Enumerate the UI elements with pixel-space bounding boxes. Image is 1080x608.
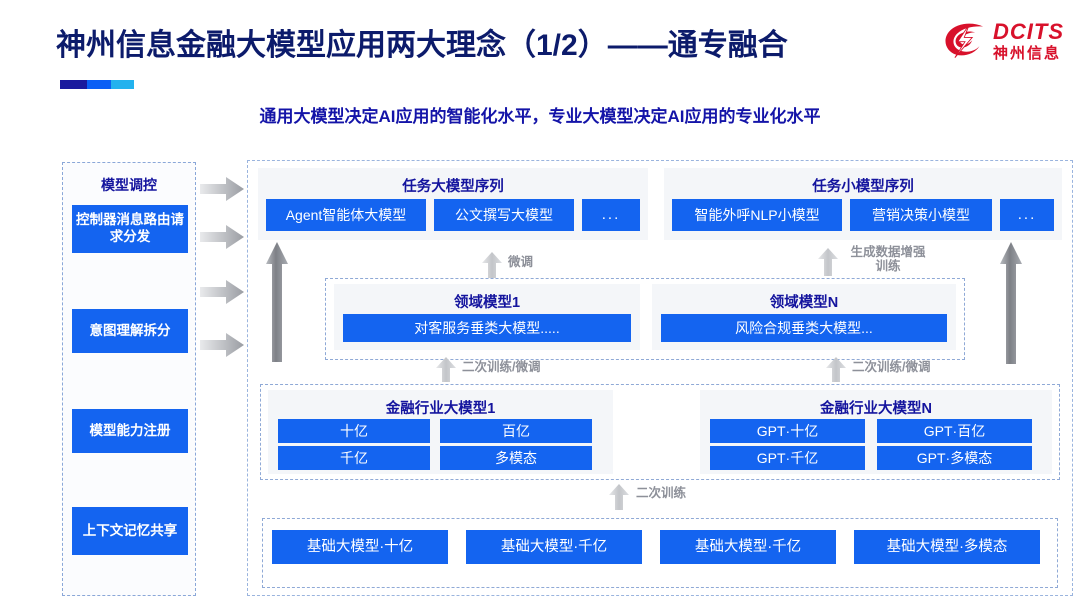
industry-model-n-title: 金融行业大模型N [820, 401, 932, 417]
dcits-logo-mark-icon [945, 23, 984, 58]
industry-n-item-gpt-shiyi[interactable]: GPT·十亿 [710, 419, 865, 443]
industry-model-1-title: 金融行业大模型1 [385, 401, 496, 417]
industry-model-n-panel: 金融行业大模型N GPT·十亿 GPT·百亿 GPT·千亿 GPT·多模态 [700, 390, 1052, 474]
domain-model-1-panel: 领域模型1 对客服务垂类大模型..... [334, 284, 640, 350]
base-model-item-qianyi-1[interactable]: 基础大模型·千亿 [466, 530, 642, 564]
feed-arrow-4-icon [200, 333, 244, 357]
page-title: 神州信息金融大模型应用两大理念（1/2）——通专融合 [56, 29, 788, 62]
model-control-panel: 模型调控 控制器消息路由请求分发 意图理解拆分 模型能力注册 上下文记忆共享 [62, 162, 196, 596]
control-item-context[interactable]: 上下文记忆共享 [72, 507, 188, 555]
task-small-model-title: 任务小模型序列 [812, 179, 914, 195]
domain-model-n-panel: 领域模型N 风险合规垂类大模型... [652, 284, 956, 350]
task-large-item-more[interactable]: ... [582, 199, 640, 231]
flow-arrow-base-to-task-left-icon [266, 242, 288, 362]
feed-arrow-3-icon [200, 280, 244, 304]
industry-model-1-panel: 金融行业大模型1 十亿 百亿 千亿 多模态 [268, 390, 613, 474]
domain-model-frame [325, 278, 965, 360]
page-subtitle: 通用大模型决定AI应用的智能化水平，专业大模型决定AI应用的专业化水平 [259, 107, 821, 126]
flow-arrow-base-to-task-right-icon [1000, 242, 1022, 364]
task-small-item-nlp[interactable]: 智能外呼NLP小模型 [672, 199, 842, 231]
control-item-router[interactable]: 控制器消息路由请求分发 [72, 205, 188, 253]
industry-1-item-multimodal[interactable]: 多模态 [440, 446, 592, 470]
task-large-item-doc[interactable]: 公文撰写大模型 [434, 199, 574, 231]
feed-arrow-1-icon [200, 177, 244, 201]
dcits-logo: DCITS 神州信息 [943, 20, 1064, 62]
task-small-item-marketing[interactable]: 营销决策小模型 [850, 199, 992, 231]
industry-n-item-gpt-multimodal[interactable]: GPT·多模态 [877, 446, 1032, 470]
accent-segment-3 [111, 80, 134, 89]
flow-arrow-finetune-icon [482, 252, 502, 278]
flow-arrow-retrain-finetune-left-icon [436, 357, 456, 382]
logo-text: DCITS 神州信息 [993, 19, 1064, 62]
flow-label-finetune: 微调 [508, 255, 534, 269]
logo-cn-label: 神州信息 [993, 45, 1062, 62]
control-item-intent[interactable]: 意图理解拆分 [72, 309, 188, 353]
domain-model-n-item[interactable]: 风险合规垂类大模型... [661, 314, 947, 342]
domain-model-1-item[interactable]: 对客服务垂类大模型..... [343, 314, 631, 342]
flow-label-retrain-finetune-right: 二次训练/微调 [852, 360, 931, 374]
flow-label-data-augmentation-line2: 训练 [875, 259, 901, 274]
accent-segment-2 [87, 80, 111, 89]
base-model-frame [262, 518, 1058, 588]
domain-model-n-title: 领域模型N [769, 295, 839, 311]
accent-segment-1 [60, 80, 87, 89]
industry-1-item-shiyi[interactable]: 十亿 [278, 419, 430, 443]
base-model-item-qianyi-2[interactable]: 基础大模型·千亿 [660, 530, 836, 564]
model-control-title: 模型调控 [101, 177, 157, 193]
task-large-model-title: 任务大模型序列 [402, 179, 504, 195]
flow-label-data-augmentation: 生成数据增强 训练 [845, 245, 931, 274]
feed-arrow-2-icon [200, 225, 244, 249]
task-small-item-more[interactable]: ... [1000, 199, 1054, 231]
control-item-registry[interactable]: 模型能力注册 [72, 409, 188, 453]
industry-1-item-baiyi[interactable]: 百亿 [440, 419, 592, 443]
industry-model-frame [260, 384, 1060, 480]
logo-en-label: DCITS [993, 19, 1064, 44]
industry-n-item-gpt-baiyi[interactable]: GPT·百亿 [877, 419, 1032, 443]
base-model-item-shiyi[interactable]: 基础大模型·十亿 [272, 530, 448, 564]
flow-arrow-retrain-icon [609, 484, 629, 510]
task-large-item-agent[interactable]: Agent智能体大模型 [266, 199, 426, 231]
task-small-model-panel: 任务小模型序列 智能外呼NLP小模型 营销决策小模型 ... [664, 168, 1062, 240]
industry-1-item-qianyi[interactable]: 千亿 [278, 446, 430, 470]
flow-label-retrain: 二次训练 [636, 486, 687, 500]
flow-label-retrain-finetune-left: 二次训练/微调 [462, 360, 541, 374]
domain-model-1-title: 领域模型1 [453, 295, 521, 311]
accent-bar [60, 80, 134, 89]
base-model-item-multimodal[interactable]: 基础大模型·多模态 [854, 530, 1040, 564]
industry-n-item-gpt-qianyi[interactable]: GPT·千亿 [710, 446, 865, 470]
flow-arrow-retrain-finetune-right-icon [826, 357, 846, 382]
flow-label-data-augmentation-line1: 生成数据增强 [850, 245, 926, 259]
flow-arrow-data-augmentation-icon [818, 248, 838, 276]
task-large-model-panel: 任务大模型序列 Agent智能体大模型 公文撰写大模型 ... [258, 168, 648, 240]
